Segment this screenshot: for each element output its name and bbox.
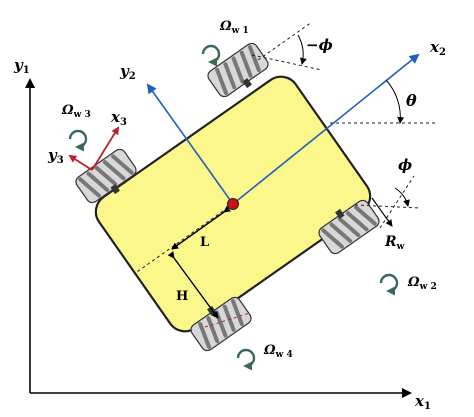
- Rw-dimension: [371, 197, 393, 227]
- labels: x1 y1 x2 y2 x3 y3 θ −ϕ ϕ L H Rw Ωw 1 Ωw …: [13, 19, 446, 412]
- label-omega-w4: Ωw 4: [263, 343, 293, 360]
- H-dimension: [167, 251, 219, 319]
- label-y3: y3: [47, 146, 64, 166]
- curved-arrow-icon: [68, 129, 88, 152]
- label-H: H: [176, 289, 188, 304]
- label-y2: y2: [119, 62, 136, 82]
- theta-arc: [385, 79, 405, 124]
- angle-arcs: [297, 34, 410, 207]
- L-dimension: [171, 205, 231, 250]
- wheel-1-roller-axis: [257, 21, 313, 61]
- label-x3: x3: [110, 108, 127, 128]
- label-Rw: Rw: [384, 234, 405, 252]
- wheel-1: [207, 42, 269, 98]
- body-frame: [146, 53, 420, 205]
- wheel-rotation-arrows: [68, 44, 399, 371]
- label-omega-w3: Ωw 3: [61, 103, 91, 120]
- label-omega-w2: Ωw 2: [407, 275, 437, 292]
- x2-axis: [232, 53, 420, 205]
- wheel-3-frame: [68, 126, 120, 171]
- curved-arrow-icon: [379, 273, 399, 296]
- neg-phi-arc: [297, 34, 307, 65]
- phi-arc: [394, 187, 410, 207]
- curved-arrow-icon: [201, 44, 221, 67]
- center-of-mass-dot: [227, 198, 239, 210]
- label-phi: ϕ: [398, 156, 412, 174]
- y2-axis: [146, 83, 234, 205]
- wheel-2-phi-reference: [354, 204, 421, 209]
- wheel-3: [75, 148, 137, 204]
- dimensions: [167, 197, 393, 319]
- wheel-2: [318, 199, 380, 255]
- label-y1: y1: [13, 56, 30, 76]
- curved-arrow-icon: [236, 348, 256, 371]
- wheel-4-roller-axis: [204, 312, 251, 328]
- label-omega-w1: Ωw 1: [219, 19, 249, 36]
- x3-axis: [91, 126, 120, 171]
- label-x2: x2: [429, 38, 446, 58]
- label-theta: θ: [406, 91, 417, 110]
- label-x1: x1: [414, 392, 431, 412]
- label-L: L: [200, 235, 209, 250]
- wheel-2-roller-axis: [379, 175, 415, 229]
- y3-axis: [68, 154, 93, 171]
- global-frame: [25, 78, 412, 398]
- label-neg-phi: −ϕ: [306, 36, 333, 54]
